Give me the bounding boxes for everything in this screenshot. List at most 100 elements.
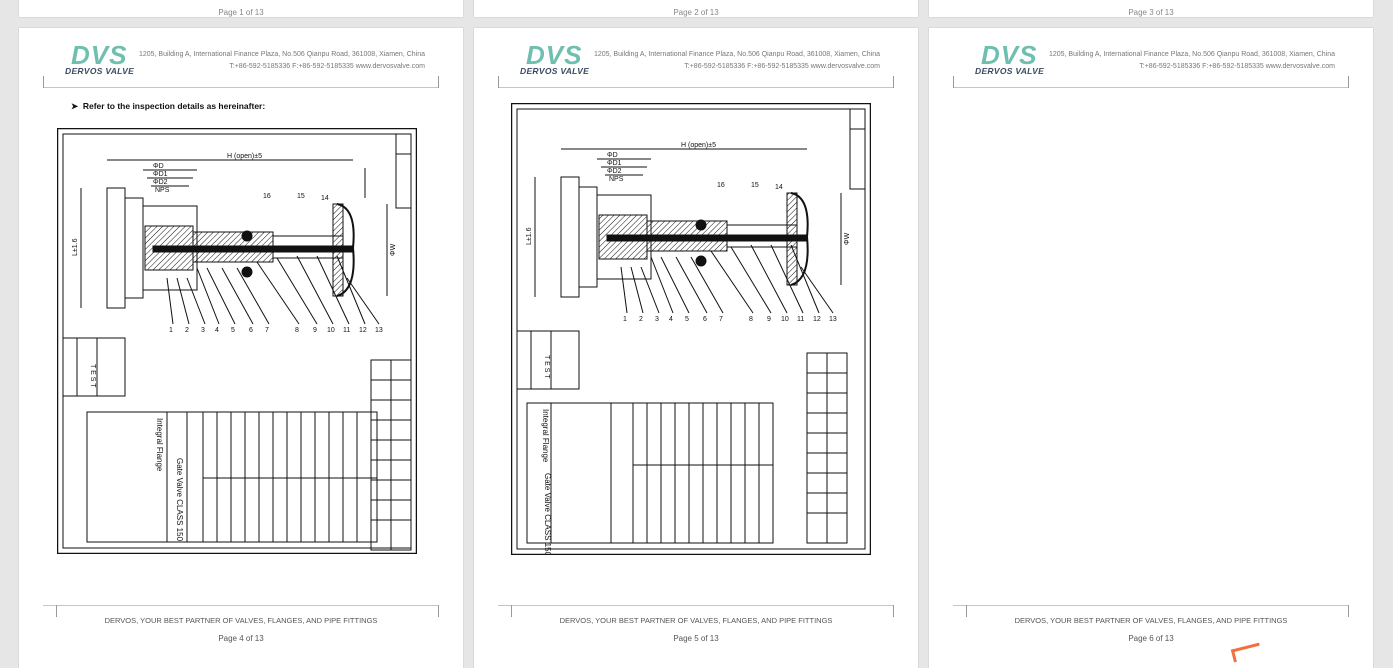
footer-rule: [953, 605, 1349, 606]
dia-label: ΦD1: [153, 171, 168, 178]
gate-valve-drawing: H (open)±5 ΦD ΦD1 ΦD2 NPS L±1.6 ΦW 1 2 3…: [511, 103, 871, 555]
page-number: Page 5 of 13: [673, 634, 719, 643]
balloon-number: 12: [359, 327, 367, 334]
balloon-number: 14: [321, 195, 329, 202]
balloon-number: 16: [717, 182, 725, 189]
footer-corner-mark: [56, 605, 57, 617]
company-logo: DVS DERVOS VALVE: [63, 42, 143, 78]
address-line: 1205, Building A, International Finance …: [1048, 51, 1335, 58]
footer-corner-mark: [511, 605, 512, 617]
header-corner-mark: [893, 76, 894, 88]
bullet-paragraph: ➤ Refer to the inspection details as her…: [71, 101, 265, 112]
dia-label: ΦD1: [607, 160, 622, 167]
contact-line: T:+86-592-5185336 F:+86-592-5185335 www.…: [684, 63, 880, 70]
previous-page-2: Page 2 of 13: [474, 0, 918, 17]
company-logo: DVS DERVOS VALVE: [518, 42, 598, 78]
footer-slogan: DERVOS, YOUR BEST PARTNER OF VALVES, FLA…: [559, 616, 833, 625]
footer-corner-mark: [1348, 605, 1349, 617]
balloon-number: 2: [639, 316, 643, 323]
balloon-number: 11: [343, 327, 350, 334]
balloon-number: 1: [169, 327, 173, 334]
balloon-number: 8: [295, 327, 299, 334]
balloon-number: 4: [669, 316, 673, 323]
footer-slogan: DERVOS, YOUR BEST PARTNER OF VALVES, FLA…: [104, 616, 378, 625]
previous-page-3: Page 3 of 13: [929, 0, 1373, 17]
balloon-number: 1: [623, 316, 627, 323]
header-rule: [498, 87, 894, 88]
balloon-number: 11: [797, 316, 804, 323]
dia-label: ΦD: [153, 163, 164, 170]
document-page-4[interactable]: DVS DERVOS VALVE 1205, Building A, Inter…: [19, 28, 463, 668]
test-block-title: T E S T: [543, 355, 550, 379]
logo-company-name: DERVOS VALVE: [520, 66, 590, 76]
dimension-label: H (open)±5: [681, 142, 716, 149]
w-label: ΦW: [844, 232, 851, 245]
header-corner-mark: [498, 76, 499, 88]
dia-label: NPS: [609, 176, 624, 183]
header-corner-mark: [43, 76, 44, 88]
contact-line: T:+86-592-5185336 F:+86-592-5185335 www.…: [229, 63, 425, 70]
balloon-number: 16: [263, 193, 271, 200]
balloon-number: 15: [751, 182, 759, 189]
balloon-number: 9: [767, 316, 771, 323]
footer-slogan: DERVOS, YOUR BEST PARTNER OF VALVES, FLA…: [1014, 616, 1288, 625]
balloon-number: 13: [829, 316, 837, 323]
title-block-subtitle: Gate Valve CLASS 150: [175, 458, 184, 542]
dimension-label: H (open)±5: [227, 153, 262, 160]
footer-corner-mark: [966, 605, 967, 617]
balloon-number: 10: [781, 316, 789, 323]
length-label: L±1.6: [72, 238, 79, 256]
address-line: 1205, Building A, International Finance …: [138, 51, 425, 58]
dia-label: ΦD2: [607, 168, 622, 175]
contact-line: T:+86-592-5185336 F:+86-592-5185335 www.…: [1139, 63, 1335, 70]
footer-corner-mark: [438, 605, 439, 617]
balloon-number: 10: [327, 327, 335, 334]
logo-company-name: DERVOS VALVE: [65, 66, 135, 76]
balloon-number: 3: [655, 316, 659, 323]
title-block-title: Integral Flange: [541, 409, 550, 463]
document-page-6[interactable]: DVS DERVOS VALVE 1205, Building A, Inter…: [929, 28, 1373, 668]
title-block-subtitle: Gate Valve CLASS 150: [543, 473, 552, 555]
w-label: ΦW: [390, 243, 397, 256]
footer-rule: [43, 605, 439, 606]
previous-page-label: Page 1 of 13: [218, 8, 264, 17]
length-label: L±1.6: [526, 227, 533, 245]
page-number: Page 4 of 13: [218, 634, 264, 643]
header-corner-mark: [438, 76, 439, 88]
logo-mark: DVS: [526, 40, 583, 70]
balloon-number: 7: [719, 316, 723, 323]
header-corner-mark: [1348, 76, 1349, 88]
previous-page-1: Page 1 of 13: [19, 0, 463, 17]
page-number: Page 6 of 13: [1128, 634, 1174, 643]
balloon-number: 6: [703, 316, 707, 323]
logo-mark: DVS: [981, 40, 1038, 70]
company-address: 1205, Building A, International Finance …: [139, 49, 425, 73]
dia-label: ΦD: [607, 152, 618, 159]
dia-label: NPS: [155, 187, 170, 194]
address-line: 1205, Building A, International Finance …: [593, 51, 880, 58]
balloon-number: 5: [231, 327, 235, 334]
bullet-text: Refer to the inspection details as herei…: [82, 101, 266, 111]
test-block-title: T E S T: [89, 364, 96, 388]
balloon-number: 4: [215, 327, 219, 334]
logo-mark: DVS: [71, 40, 128, 70]
previous-page-label: Page 2 of 13: [673, 8, 719, 17]
balloon-number: 3: [201, 327, 205, 334]
balloon-number: 14: [775, 184, 783, 191]
title-block-title: Integral Flange: [155, 418, 164, 472]
logo-company-name: DERVOS VALVE: [975, 66, 1045, 76]
balloon-number: 6: [249, 327, 253, 334]
balloon-number: 8: [749, 316, 753, 323]
company-address: 1205, Building A, International Finance …: [1049, 49, 1335, 73]
previous-page-label: Page 3 of 13: [1128, 8, 1174, 17]
bullet-arrow-icon: ➤: [71, 101, 79, 111]
footer-rule: [498, 605, 894, 606]
balloon-number: 13: [375, 327, 383, 334]
document-page-5[interactable]: DVS DERVOS VALVE 1205, Building A, Inter…: [474, 28, 918, 668]
header-rule: [43, 87, 439, 88]
header-corner-mark: [953, 76, 954, 88]
balloon-number: 9: [313, 327, 317, 334]
dia-label: ΦD2: [153, 179, 168, 186]
balloon-number: 2: [185, 327, 189, 334]
balloon-number: 5: [685, 316, 689, 323]
